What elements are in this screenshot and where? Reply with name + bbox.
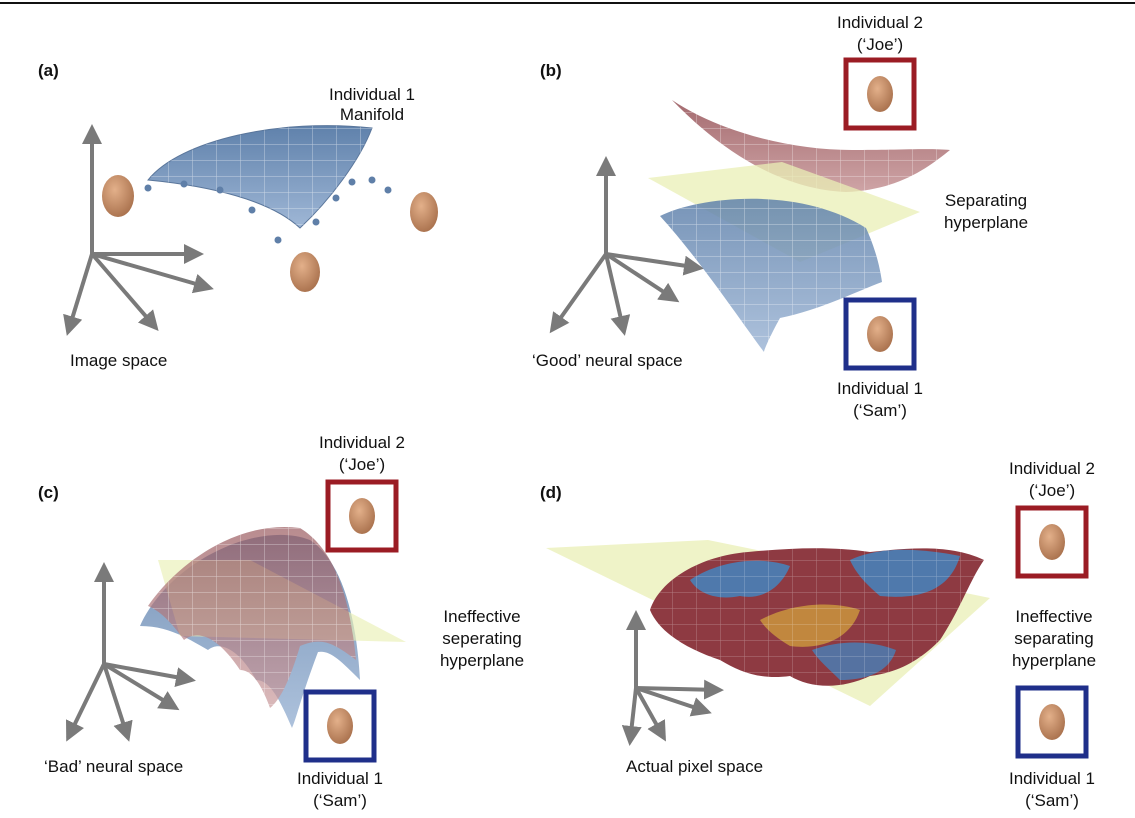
sam-label-b-line1: Individual 1 (836, 379, 924, 398)
sam-label-d-line1: Individual 1 (1008, 769, 1096, 788)
head-right-icon (410, 192, 438, 232)
manifold-trajectory-dots (144, 176, 392, 244)
tangled-manifolds (650, 548, 984, 686)
joe-label-c-line2: (‘Joe’) (338, 455, 386, 474)
individual-1-manifold (147, 125, 373, 229)
joe-label-d-line1: Individual 2 (1008, 459, 1096, 478)
sam-portrait-c (303, 689, 377, 763)
panel-c-graphic (66, 526, 406, 742)
panel-b-label: (b) (540, 61, 562, 80)
hyperplane-label-d-line3: hyperplane (1011, 651, 1097, 670)
manifold-title-line2: Manifold (339, 105, 405, 124)
actual-pixel-space-label: Actual pixel space (626, 757, 764, 776)
hyperplane-label-c-line1: Ineffective (443, 607, 521, 626)
panel-d-label: (d) (540, 483, 562, 502)
hyperplane-label-d-line2: separating (1014, 629, 1094, 648)
joe-label-b-line1: Individual 2 (836, 13, 924, 32)
joe-label-d-line2: (‘Joe’) (1028, 481, 1076, 500)
bad-neural-space-label: ‘Bad’ neural space (44, 757, 184, 776)
good-neural-space-label: ‘Good’ neural space (532, 351, 683, 370)
panel-d-axes (621, 610, 724, 746)
joe-portrait-d (1015, 505, 1089, 579)
panel-d-graphic (546, 540, 990, 746)
sam-label-d-line2: (‘Sam’) (1025, 791, 1079, 810)
hyperplane-label-b-line2: hyperplane (943, 213, 1029, 232)
joe-portrait-b (843, 57, 917, 131)
sam-label-b-line2: (‘Sam’) (853, 401, 907, 420)
joe-label-c-line1: Individual 2 (318, 433, 406, 452)
sam-portrait-b (843, 297, 917, 371)
panel-b-graphic (549, 100, 950, 352)
top-rule (0, 2, 1135, 4)
panel-c-axes (66, 562, 196, 742)
manifold-title-line1: Individual 1 (328, 85, 416, 104)
sam-label-c-line1: Individual 1 (296, 769, 384, 788)
hyperplane-label-c-line3: hyperplane (439, 651, 525, 670)
joe-label-b-line2: (‘Joe’) (856, 35, 904, 54)
image-space-label: Image space (70, 351, 168, 370)
panel-b-axes (549, 156, 704, 336)
panel-a-graphic (63, 124, 438, 336)
panel-c-label: (c) (38, 483, 59, 502)
joe-portrait-c (325, 479, 399, 553)
hyperplane-label-d-line1: Ineffective (1015, 607, 1093, 626)
head-left-icon (102, 175, 134, 217)
sam-label-c-line2: (‘Sam’) (313, 791, 367, 810)
head-bottom-icon (290, 252, 320, 292)
hyperplane-label-c-line2: seperating (442, 629, 522, 648)
panel-a-axes (63, 124, 214, 336)
panel-a-label: (a) (38, 61, 59, 80)
sam-portrait-d (1015, 685, 1089, 759)
hyperplane-label-b-line1: Separating (944, 191, 1028, 210)
